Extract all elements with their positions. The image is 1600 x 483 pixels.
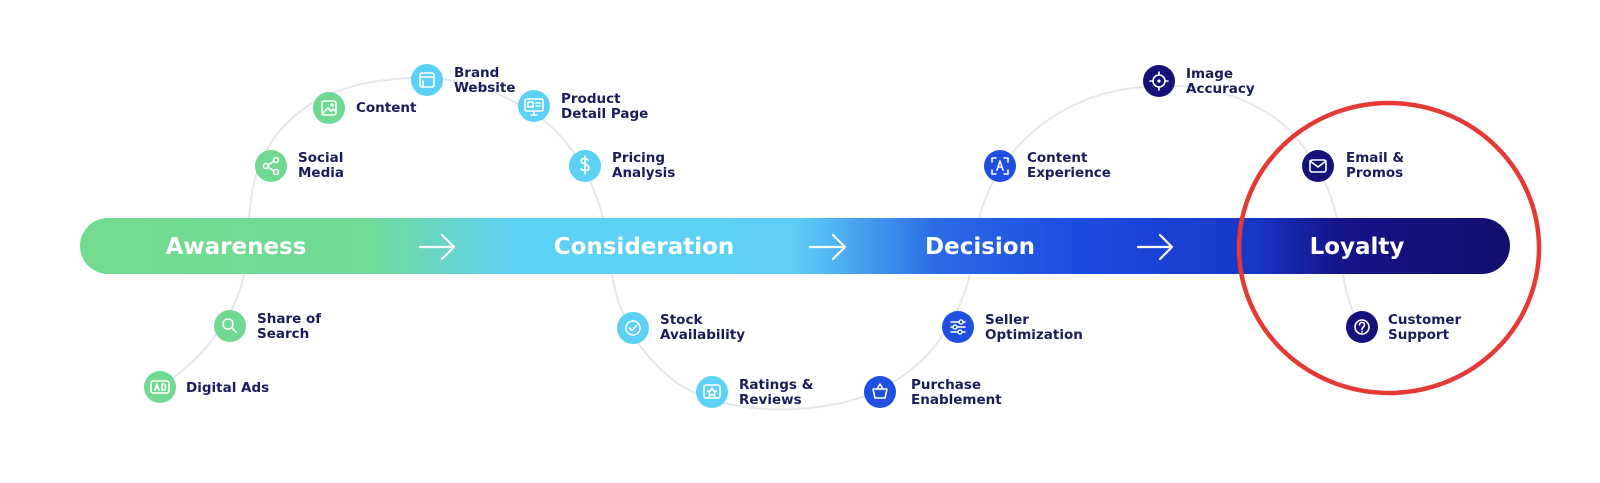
node-label-ratings-reviews-2: Reviews <box>739 392 802 408</box>
node-circle <box>1346 311 1378 343</box>
node-label-product-detail-page-2: Detail Page <box>561 106 648 122</box>
svg-text:Brand Website: Brand Website <box>454 65 516 96</box>
node-label-content-experience-1: Content <box>1027 150 1088 166</box>
node-label-brand-website-2: Website <box>454 80 516 96</box>
node-circle <box>214 310 246 342</box>
node-label-image-accuracy-1: Image <box>1186 66 1233 82</box>
node-circle <box>255 150 287 182</box>
node-email-promos: Email & Promos <box>1302 150 1409 182</box>
svg-text:Email & Promos: Email & Promos <box>1346 150 1409 181</box>
sliders-icon <box>950 319 966 335</box>
search-icon <box>222 318 237 333</box>
dollar-icon <box>580 155 590 175</box>
node-label-image-accuracy-2: Accuracy <box>1186 81 1255 97</box>
browser-window-icon <box>419 72 435 88</box>
journey-bar <box>80 218 1510 274</box>
arrow-right-icon <box>808 233 847 261</box>
node-label-social-media-1: Social <box>298 150 343 166</box>
monitor-icon <box>524 98 544 116</box>
node-ratings-reviews: Ratings & Reviews <box>696 376 818 408</box>
star-badge-icon <box>703 384 721 399</box>
awareness-lower-arc <box>159 244 250 387</box>
node-content: Content <box>313 92 417 124</box>
node-product-detail-page: Product Detail Page <box>518 90 648 122</box>
node-circle <box>864 376 896 408</box>
node-label-content-experience-2: Experience <box>1027 165 1111 181</box>
decision-upper-arc <box>974 84 1291 246</box>
node-label-ratings-reviews-1: Ratings & <box>739 377 814 393</box>
target-icon <box>1149 71 1169 91</box>
svg-text:Purchase Enablement: Purchase Enablement <box>911 377 1002 408</box>
mail-icon <box>1309 159 1327 173</box>
node-circle <box>144 371 176 403</box>
svg-text:Customer Support: Customer Support <box>1388 312 1466 343</box>
node-customer-support: Customer Support <box>1346 311 1466 343</box>
node-label-social-media-2: Media <box>298 165 344 181</box>
svg-text:Content Experience: Content Experience <box>1027 150 1111 181</box>
node-circle <box>696 376 728 408</box>
node-label-email-promos-2: Promos <box>1346 165 1403 181</box>
svg-text:Product Detail Page: Product Detail Page <box>561 91 648 122</box>
node-label-stock-availability-2: Availability <box>660 327 745 343</box>
svg-text:Digital Ads: Digital Ads <box>186 380 269 396</box>
node-circle <box>1302 150 1334 182</box>
node-pricing-analysis: Pricing Analysis <box>569 150 675 182</box>
node-label-pricing-analysis-2: Analysis <box>612 165 675 181</box>
node-label-customer-support-2: Support <box>1388 327 1450 343</box>
node-label-share-of-search-1: Share of <box>257 311 321 327</box>
node-share-of-search: Share of Search <box>214 310 326 342</box>
node-circle <box>617 312 649 344</box>
node-label-brand-website-1: Brand <box>454 65 499 81</box>
node-label-product-detail-page-1: Product <box>561 91 621 107</box>
arrow-right-icon <box>418 233 456 261</box>
node-social-media: Social Media <box>255 150 348 182</box>
svg-text:Seller Optimization: Seller Optimization <box>985 312 1083 343</box>
node-purchase-enablement: Purchase Enablement <box>864 376 1002 408</box>
loyalty-highlight-circle <box>1236 100 1542 396</box>
image-icon <box>321 100 337 116</box>
svg-text:Share of Search: Share of Search <box>257 311 326 342</box>
node-label-customer-support-1: Customer <box>1388 312 1462 328</box>
decision-lower-arc <box>829 244 976 406</box>
share-icon <box>262 156 280 176</box>
node-digital-ads: Digital Ads <box>144 371 269 403</box>
svg-text:Image Accuracy: Image Accuracy <box>1186 66 1255 97</box>
ad-icon <box>150 380 170 394</box>
svg-text:Pricing Analysis: Pricing Analysis <box>612 150 675 181</box>
node-label-seller-optimization-2: Optimization <box>985 327 1083 343</box>
node-content-experience: Content Experience <box>984 150 1111 182</box>
check-circle-icon <box>625 320 641 336</box>
node-label-stock-availability-1: Stock <box>660 312 703 328</box>
node-label-digital-ads: Digital Ads <box>186 380 269 396</box>
node-image-accuracy: Image Accuracy <box>1143 65 1255 97</box>
arrow-right-icon <box>1136 233 1174 261</box>
stage-label-loyalty: Loyalty <box>1310 234 1405 260</box>
node-label-email-promos-1: Email & <box>1346 150 1404 166</box>
node-label-pricing-analysis-1: Pricing <box>612 150 665 166</box>
node-label-share-of-search-2: Search <box>257 326 309 342</box>
node-label-seller-optimization-1: Seller <box>985 312 1029 328</box>
node-circle <box>518 90 550 122</box>
svg-text:Social Media: Social Media <box>298 150 348 181</box>
node-stock-availability: Stock Availability <box>617 312 745 344</box>
svg-text:Stock Availability: Stock Availability <box>660 312 745 343</box>
node-circle <box>984 150 1016 182</box>
svg-text:Content: Content <box>356 100 417 116</box>
stage-label-awareness: Awareness <box>166 234 307 260</box>
scan-icon <box>991 157 1009 175</box>
svg-text:Ratings & Reviews: Ratings & Reviews <box>739 377 818 408</box>
node-label-purchase-enablement-1: Purchase <box>911 377 981 393</box>
question-icon <box>1354 319 1370 335</box>
node-label-purchase-enablement-2: Enablement <box>911 392 1002 408</box>
basket-icon <box>872 383 888 399</box>
node-circle <box>411 64 443 96</box>
node-brand-website: Brand Website <box>411 64 516 96</box>
stage-label-decision: Decision <box>925 234 1035 260</box>
stage-label-consideration: Consideration <box>554 234 735 260</box>
node-seller-optimization: Seller Optimization <box>942 311 1083 343</box>
consideration-lower-arc <box>607 244 831 411</box>
node-label-content: Content <box>356 100 417 116</box>
